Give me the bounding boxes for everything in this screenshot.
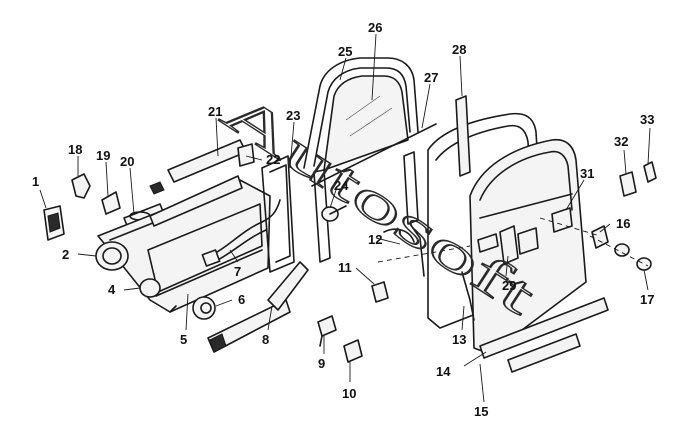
callout-11: 11 [338,260,352,275]
part-11-clip [371,281,389,303]
callout-13: 13 [452,332,466,347]
callout-9: 9 [318,356,325,371]
part-16-bushing [591,225,630,257]
callout-26: 26 [368,20,382,35]
part-15-molding [507,333,581,373]
callout-25: 25 [338,44,352,59]
callout-32: 32 [614,134,628,149]
callout-14: 14 [436,364,451,379]
part-13-rod [461,271,475,321]
callout-23: 23 [286,108,300,123]
part-12-latch [383,151,425,277]
callout-28: 28 [452,42,466,57]
part-27-strip [311,123,437,187]
leader-lines [39,33,651,403]
part-33-clip [643,161,657,183]
small-cap [149,181,165,195]
part-28-rail [455,95,471,177]
callout-5: 5 [180,332,187,347]
callout-15: 15 [474,404,488,419]
callout-7: 7 [234,264,241,279]
vertical-run [313,169,331,263]
part-2-speaker [95,241,129,271]
callout-16: 16 [616,216,630,231]
part-18-clip [71,173,91,199]
callout-22: 22 [266,152,280,167]
part-26-glass [323,75,409,171]
callout-numbers: 1 2 3 4 5 6 7 8 9 10 11 12 13 14 15 16 1… [32,20,654,419]
callout-17: 17 [640,292,654,307]
part-1-bracket [43,205,65,241]
callout-20: 20 [120,154,134,169]
part-17-cap [636,257,652,271]
part-10-block [343,339,363,363]
callout-29: 29 [502,278,516,293]
part-19-clip [101,191,121,215]
callout-21: 21 [208,104,222,119]
part-6-knob [192,296,216,320]
callout-1: 1 [32,174,39,189]
callout-8: 8 [262,332,269,347]
callout-6: 6 [238,292,245,307]
callout-31: 31 [580,166,594,181]
part-25-frame [303,57,419,169]
part-22-block [237,143,255,167]
callout-10: 10 [342,386,356,401]
part-7-harness [201,199,281,267]
callout-19: 19 [96,148,110,163]
part-4-cover [139,278,161,298]
part-8-lever [207,261,309,353]
part-9-clip [317,315,337,347]
callout-24: 24 [334,178,349,193]
part-29-handle [477,225,539,265]
part-32-hinge [619,171,637,197]
assembly-guide-lines [377,217,649,267]
callout-27: 27 [424,70,438,85]
callout-2: 2 [62,247,69,262]
callout-33: 33 [640,112,654,127]
callout-18: 18 [68,142,82,157]
callout-12: 12 [368,232,382,247]
callout-4: 4 [108,282,116,297]
part-23-channel [261,155,295,273]
